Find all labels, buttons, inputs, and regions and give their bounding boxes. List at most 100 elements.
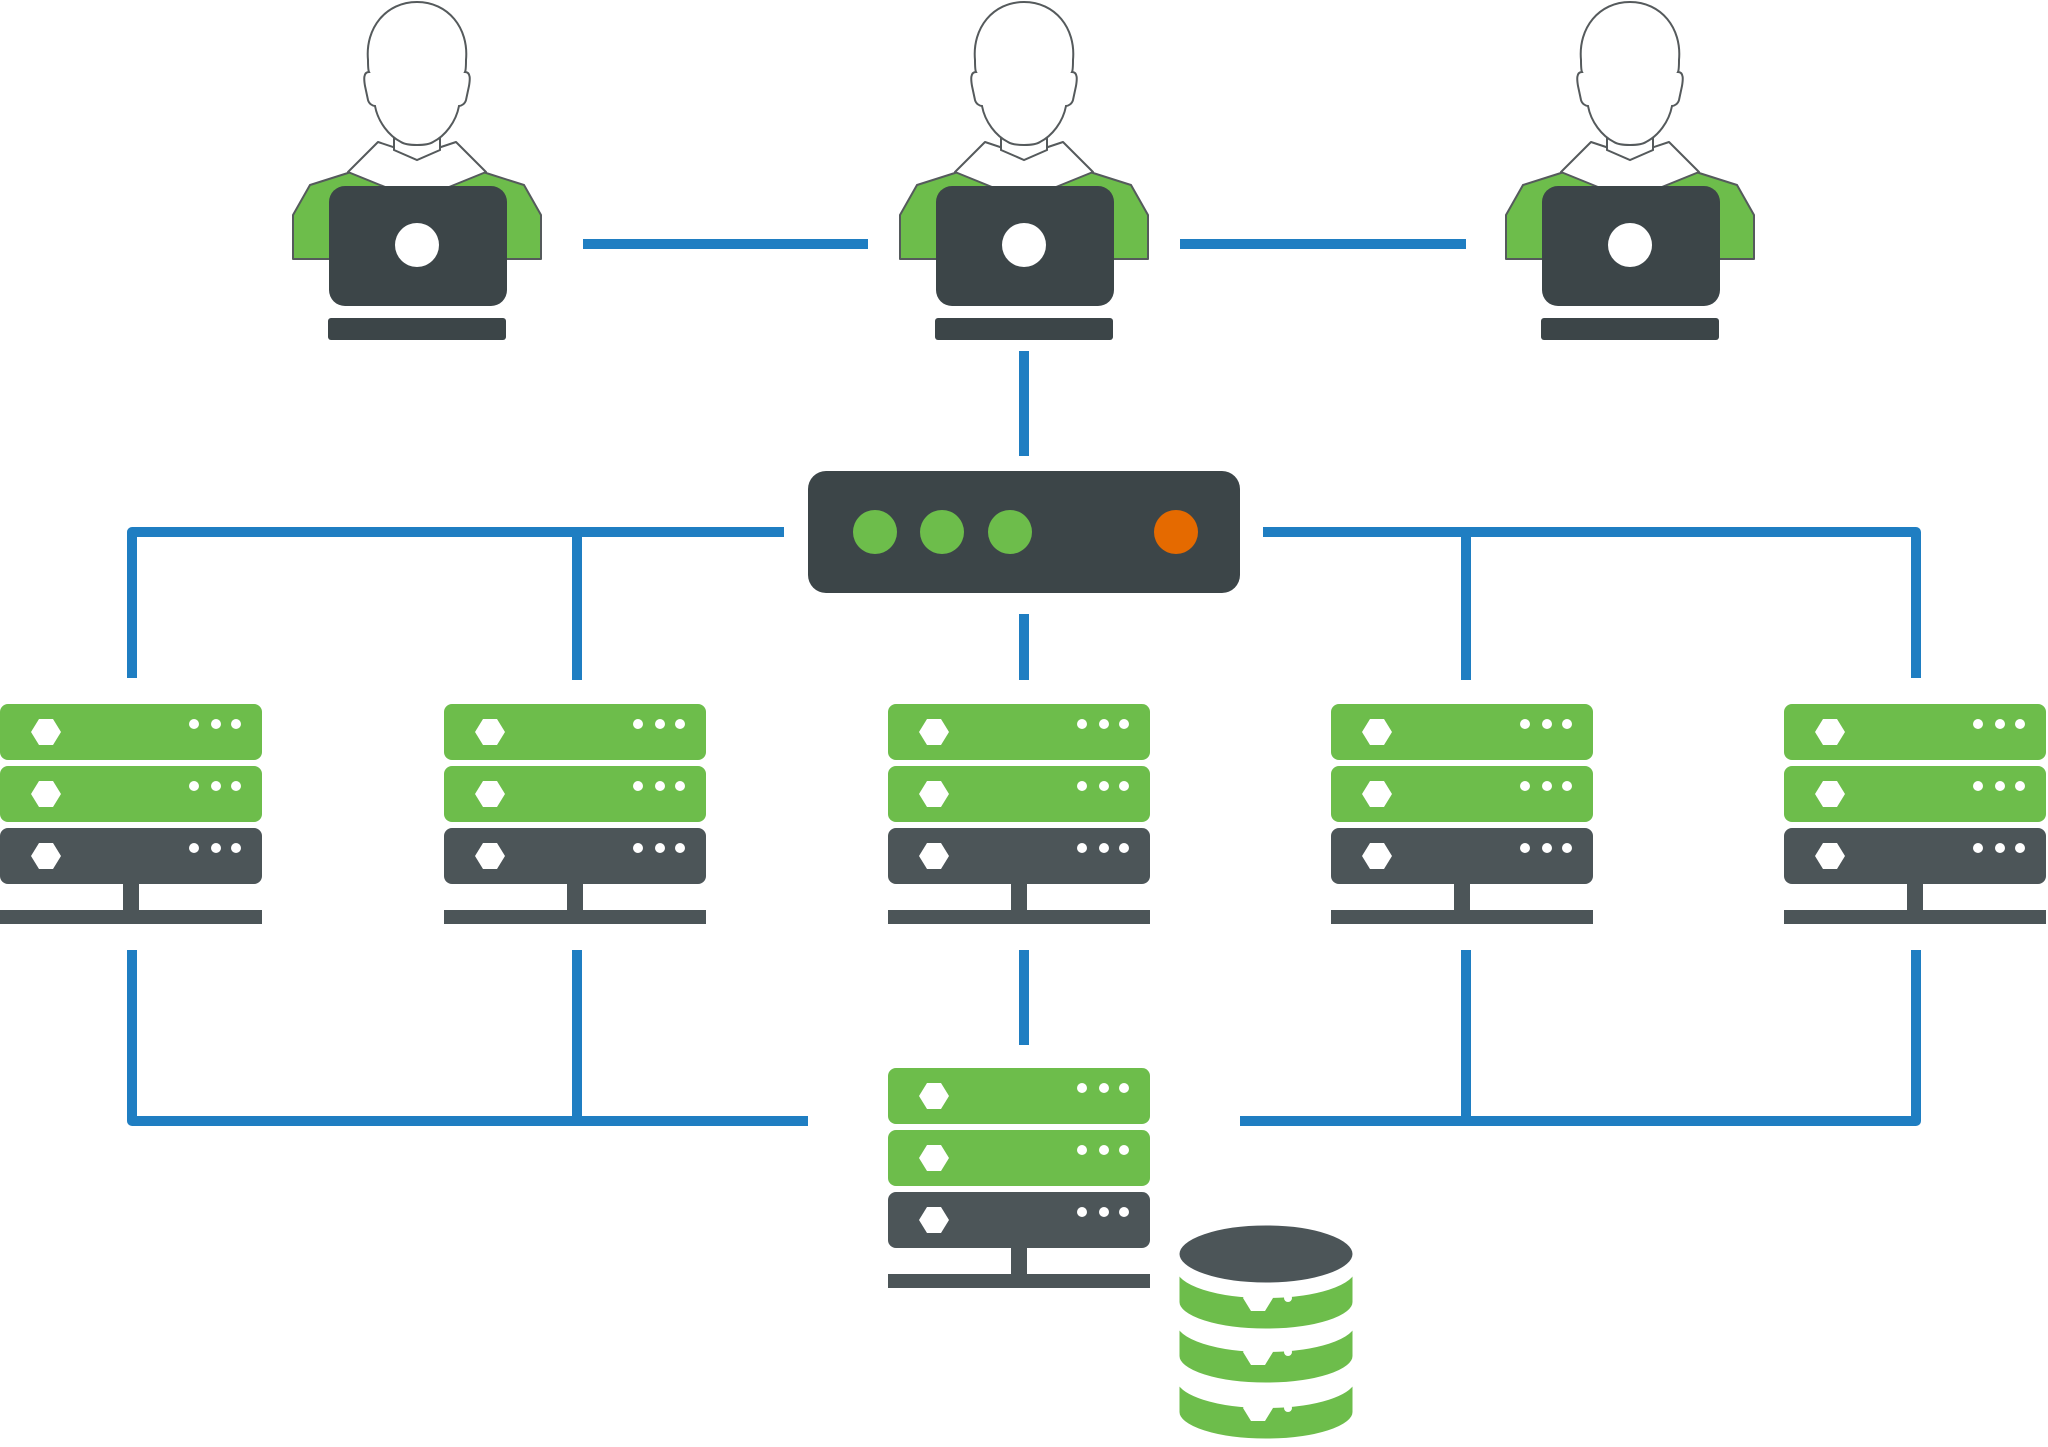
server-backend xyxy=(888,1068,1150,1288)
server-unit-top xyxy=(888,704,1150,760)
server-unit-top-body xyxy=(1784,704,2046,760)
hexagon-icon xyxy=(919,781,949,807)
database-disk-2 xyxy=(1176,1321,1356,1386)
user-left xyxy=(292,0,542,340)
server-unit-bottom xyxy=(888,1192,1150,1248)
indicator-dot-3 xyxy=(231,843,241,853)
indicator-dot-3 xyxy=(1562,719,1572,729)
status-light-4 xyxy=(1154,510,1198,554)
status-light-3 xyxy=(988,510,1032,554)
indicator-dot-2 xyxy=(1099,719,1109,729)
server-unit-middle-body xyxy=(1331,766,1593,822)
laptop-logo xyxy=(1608,223,1652,267)
indicator-dot-1 xyxy=(1973,843,1983,853)
server-unit-middle-body xyxy=(1784,766,2046,822)
hexagon-icon xyxy=(31,843,61,869)
indicator-dot-3 xyxy=(1119,781,1129,791)
server-stand-bar xyxy=(888,910,1150,924)
indicator-dot-1 xyxy=(633,719,643,729)
hexagon-icon xyxy=(1243,1339,1273,1365)
indicator-dot-3 xyxy=(2015,843,2025,853)
server-unit-top-body xyxy=(1331,704,1593,760)
server-unit-middle xyxy=(444,766,706,822)
indicator-dot-1 xyxy=(189,843,199,853)
server-unit-top xyxy=(1331,704,1593,760)
indicator-dot-2 xyxy=(1995,843,2005,853)
indicator-dot-1 xyxy=(1520,781,1530,791)
hexagon-icon xyxy=(919,719,949,745)
laptop-base xyxy=(328,318,506,340)
indicator-dot-3 xyxy=(1562,843,1572,853)
server-stand-bar xyxy=(888,1274,1150,1288)
indicator-dot-3 xyxy=(2015,781,2025,791)
indicator-dot-1 xyxy=(633,781,643,791)
indicator-dot-1 xyxy=(1077,719,1087,729)
indicator-dot-2 xyxy=(1542,719,1552,729)
hexagon-icon xyxy=(919,1207,949,1233)
server-unit-middle xyxy=(1784,766,2046,822)
indicator-dot-1 xyxy=(1077,781,1087,791)
server-4 xyxy=(1331,704,1593,924)
server-unit-bottom xyxy=(444,828,706,884)
server-1 xyxy=(0,704,262,924)
server-unit-top-body xyxy=(444,704,706,760)
hexagon-icon xyxy=(1815,843,1845,869)
indicator-dot-2 xyxy=(211,719,221,729)
server-unit-middle xyxy=(888,1130,1150,1186)
indicator-dot-2 xyxy=(655,719,665,729)
laptop-base xyxy=(935,318,1113,340)
hexagon-icon xyxy=(1362,719,1392,745)
hexagon-icon xyxy=(31,719,61,745)
indicator-dot-2 xyxy=(211,843,221,853)
indicator-dot-2 xyxy=(1995,781,2005,791)
laptop-logo xyxy=(395,223,439,267)
server-unit-middle-body xyxy=(444,766,706,822)
indicator-dot-3 xyxy=(675,843,685,853)
server-unit-top-body xyxy=(888,704,1150,760)
indicator-dot-2 xyxy=(1099,1207,1109,1217)
user-right xyxy=(1505,0,1755,340)
server-unit-middle xyxy=(888,766,1150,822)
connection-line-10 xyxy=(127,950,808,1126)
server-unit-bottom xyxy=(888,828,1150,884)
server-stand-bar xyxy=(1331,910,1593,924)
server-stand-bar xyxy=(1784,910,2046,924)
server-stand-post xyxy=(1454,882,1470,912)
server-5 xyxy=(1784,704,2046,924)
hexagon-icon xyxy=(1362,843,1392,869)
server-unit-bottom xyxy=(0,828,262,884)
indicator-dot-1 xyxy=(189,719,199,729)
indicator-dot-1 xyxy=(1077,1083,1087,1093)
indicator-dot-1 xyxy=(1077,1207,1087,1217)
backend-server xyxy=(888,1068,1150,1288)
laptop-icon xyxy=(935,186,1114,340)
server-unit-bottom-body xyxy=(1784,828,2046,884)
hexagon-icon xyxy=(919,1083,949,1109)
user-icon xyxy=(363,0,471,146)
database-disk-1 xyxy=(1176,1267,1356,1332)
laptop-logo xyxy=(1002,223,1046,267)
indicator-dot-3 xyxy=(231,781,241,791)
server-unit-bottom xyxy=(1331,828,1593,884)
user-center xyxy=(899,0,1149,340)
hexagon-icon xyxy=(919,843,949,869)
hexagon-icon xyxy=(31,781,61,807)
indicator-dot-1 xyxy=(1520,719,1530,729)
indicator-dot-2 xyxy=(655,843,665,853)
server-stand-bar xyxy=(444,910,706,924)
server-unit-bottom xyxy=(1784,828,2046,884)
indicator-dot-3 xyxy=(231,719,241,729)
server-stand-post xyxy=(123,882,139,912)
status-light-1 xyxy=(853,510,897,554)
indicator-dot-1 xyxy=(1077,1145,1087,1155)
hexagon-icon xyxy=(1243,1395,1273,1421)
indicator-dot-3 xyxy=(2015,719,2025,729)
server-unit-bottom-body xyxy=(1331,828,1593,884)
database-lid xyxy=(1176,1222,1356,1286)
network-switch xyxy=(808,471,1240,593)
server-unit-top-body xyxy=(888,1068,1150,1124)
server-unit-middle-body xyxy=(888,1130,1150,1186)
indicator-dot-1 xyxy=(1973,719,1983,729)
indicator-dot xyxy=(1284,1348,1292,1356)
indicator-dot-2 xyxy=(1099,1145,1109,1155)
